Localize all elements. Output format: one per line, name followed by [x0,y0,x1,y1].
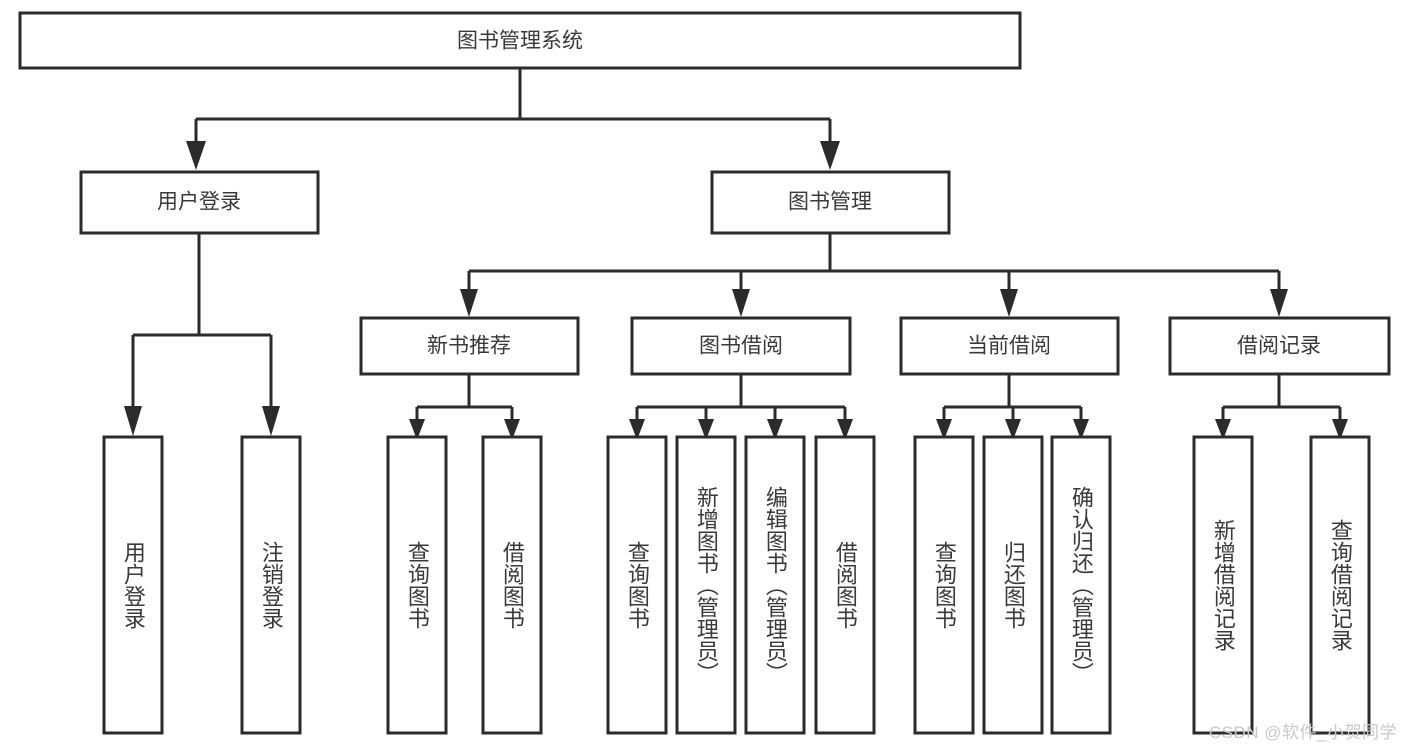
arrowhead-nb-leaf2 [504,419,520,440]
node-book-borrow[interactable] [630,316,852,376]
leaf-bb-borrow-book[interactable] [814,435,876,735]
horizontal-labels-group: 图书管理系统 用户登录 图书管理 新书推荐 图书借阅 当前借阅 借阅记录 [157,30,1321,358]
node-book-management-label: 图书管理 [788,191,872,214]
node-book-borrow-label: 图书借阅 [699,335,783,358]
arrowhead-book-borrow [732,289,750,317]
leaf-bb-edit-book[interactable] [744,435,806,735]
leaf-nb-borrow-book[interactable] [481,435,543,735]
node-new-book-recommend-label: 新书推荐 [427,335,511,358]
leaf-br-query-record[interactable] [1309,435,1371,735]
leaf-br-add-record[interactable] [1192,435,1254,735]
node-borrow-record[interactable] [1168,316,1391,376]
arrowhead-bb-leaf2 [698,419,714,440]
arrowhead-bb-leaf4 [837,419,853,440]
leaf-cb-return-book[interactable] [982,435,1044,735]
leaf-cb-confirm-return[interactable] [1050,435,1112,735]
node-root[interactable] [18,11,1022,70]
leaf-bb-query-book[interactable] [606,435,668,735]
node-root-label: 图书管理系统 [457,30,583,53]
edges-group [131,68,1342,421]
arrowhead-cb-leaf2 [1005,419,1021,440]
arrowhead-br-leaf2 [1332,419,1348,440]
leaf-user-login[interactable] [102,435,164,735]
watermark: CSDN @软件_小贺同学 [1208,723,1397,742]
arrowhead-br-leaf1 [1215,419,1231,440]
arrowhead-current-borrow [1000,289,1018,317]
node-current-borrow-label: 当前借阅 [967,335,1051,358]
arrowhead-user-login-leaf2 [262,406,280,436]
node-user-login[interactable] [79,170,320,235]
nodes-group [18,11,1391,735]
arrowhead-new-book [460,289,478,317]
node-new-book-recommend[interactable] [359,316,580,376]
arrowhead-borrow-record [1270,289,1288,317]
arrowhead-bb-leaf3 [767,419,783,440]
arrowhead-cb-leaf3 [1073,419,1089,440]
arrowheads-group [124,141,1348,440]
node-borrow-record-label: 借阅记录 [1237,335,1321,358]
node-book-management[interactable] [710,170,951,235]
arrowhead-book-mgmt [820,141,840,170]
arrowhead-user-login-leaf1 [124,406,142,436]
leaf-cb-query-book[interactable] [913,435,975,735]
node-user-login-label: 用户登录 [157,191,241,214]
arrowhead-cb-leaf1 [936,419,952,440]
leaf-bb-add-book[interactable] [675,435,737,735]
arrowhead-nb-leaf1 [409,419,425,440]
node-current-borrow[interactable] [899,316,1120,376]
leaf-nb-query-book[interactable] [386,435,448,735]
leaf-logout[interactable] [240,435,302,735]
arrowhead-bb-leaf1 [629,419,645,440]
arrowhead-user-login [186,141,206,170]
